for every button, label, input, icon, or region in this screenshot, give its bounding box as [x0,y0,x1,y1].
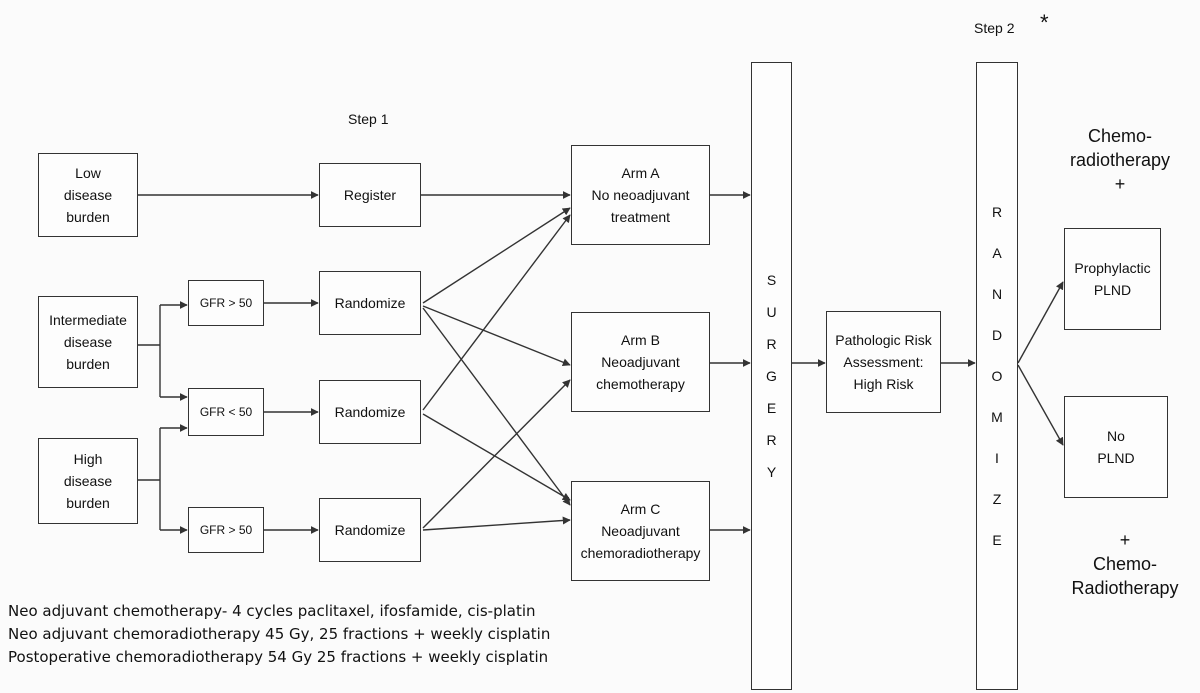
chemo-radiotherapy-bottom-label: + Chemo- Radiotherapy [1055,528,1195,600]
no-plnd-line-2: PLND [1097,450,1135,466]
gfr-mid-box: GFR < 50 [188,388,264,436]
gfr-top-box: GFR > 50 [188,280,264,326]
prophylactic-line-2: PLND [1093,282,1132,298]
randomize-letter: R [991,204,1003,220]
low-burden-line-1: Low [75,165,101,181]
high-burden-line-2: disease [63,473,113,489]
high-burden-line-3: burden [66,495,110,511]
intermediate-burden-box: Intermediate disease burden [38,296,138,388]
arm-c-line-3: chemoradiotherapy [580,545,701,561]
surgery-bar: S U R G E R Y [751,62,792,690]
arm-a-title: Arm A [621,165,660,181]
randomize-letter: A [992,245,1002,261]
randomize-mid-label: Randomize [334,404,406,420]
chemo-bottom-line-1: + [1119,530,1131,550]
randomize-top-box: Randomize [319,271,421,335]
randomize-letter: E [992,532,1002,548]
gfr-bot-box: GFR > 50 [188,507,264,553]
randomize-bar: R A N D O M I Z E [976,62,1018,690]
chemo-top-line-3: + [1114,174,1126,194]
arrow-rand-mid-arm-c [422,413,571,501]
arm-b-box: Arm B Neoadjuvant chemotherapy [571,312,710,412]
arrow-rand-top-arm-a [422,207,571,304]
pathologic-risk-box: Pathologic Risk Assessment: High Risk [826,311,941,413]
surgery-letter: R [766,432,777,448]
arm-c-title: Arm C [620,501,661,517]
step-2-label: Step 2 [974,20,1015,36]
register-box: Register [319,163,421,227]
chemo-top-line-2: radiotherapy [1069,150,1171,170]
step-1-label: Step 1 [348,111,389,127]
note-line: Neo adjuvant chemotherapy- 4 cycles pacl… [8,602,536,620]
arm-b-line-2: Neoadjuvant [601,354,680,370]
pathologic-line-2: Assessment: [843,354,924,370]
chemo-bottom-line-3: Radiotherapy [1071,578,1179,598]
arrow-randomize-prophylactic [1017,281,1064,364]
arm-a-line-3: treatment [610,209,671,225]
surgery-letter: E [766,400,777,416]
arrow-rand-bot-arm-b [422,379,571,529]
randomize-bot-box: Randomize [319,498,421,562]
randomize-top-label: Randomize [334,295,406,311]
arm-b-line-3: chemotherapy [596,376,685,392]
intermediate-burden-line-1: Intermediate [49,312,127,328]
chemo-radiotherapy-top-label: Chemo- radiotherapy + [1055,124,1185,196]
surgery-letter: R [766,336,777,352]
surgery-letter: Y [766,464,777,480]
surgery-letter: G [766,368,777,384]
chemo-bottom-line-2: Chemo- [1092,554,1158,574]
register-label: Register [343,187,397,203]
randomize-letter: Z [992,491,1002,507]
arrow-rand-top-arm-b [422,305,571,367]
asterisk-mark: * [1040,10,1049,35]
low-burden-box: Low disease burden [38,153,138,237]
arrow-rand-bot-arm-c [422,516,571,531]
randomize-letter: M [991,409,1003,425]
surgery-letter: U [766,304,777,320]
intermediate-burden-line-2: disease [63,334,113,350]
gfr-bot-label: GFR > 50 [199,523,253,537]
randomize-letter: O [991,368,1003,384]
arm-b-title: Arm B [621,332,660,348]
high-burden-box: High disease burden [38,438,138,524]
randomize-letter: N [991,286,1003,302]
randomize-letter: I [995,450,999,466]
arm-c-line-2: Neoadjuvant [601,523,680,539]
randomize-letter: D [991,327,1003,343]
surgery-letter: S [766,272,777,288]
arm-a-box: Arm A No neoadjuvant treatment [571,145,710,245]
note-line: Postoperative chemoradiotherapy 54 Gy 25… [8,648,549,666]
prophylactic-line-1: Prophylactic [1074,260,1151,276]
prophylactic-plnd-box: Prophylactic PLND [1064,228,1161,330]
randomize-bot-label: Randomize [334,522,406,538]
gfr-top-label: GFR > 50 [199,296,253,310]
no-plnd-line-1: No [1107,428,1125,444]
arm-a-line-2: No neoadjuvant [591,187,690,203]
pathologic-line-3: High Risk [853,376,914,392]
low-burden-line-2: disease [63,187,113,203]
intermediate-burden-line-3: burden [66,356,110,372]
arm-c-box: Arm C Neoadjuvant chemoradiotherapy [571,481,710,581]
arrow-randomize-no-plnd [1017,364,1064,446]
high-burden-line-1: High [73,451,103,467]
note-line: Neo adjuvant chemoradiotherapy 45 Gy, 25… [8,625,551,643]
gfr-mid-label: GFR < 50 [199,405,253,419]
arrow-rand-mid-arm-a [422,214,571,411]
treatment-notes: Neo adjuvant chemotherapy- 4 cycles pacl… [8,600,550,669]
randomize-mid-box: Randomize [319,380,421,444]
arrow-rand-top-arm-c [422,307,571,506]
low-burden-line-3: burden [66,209,110,225]
no-plnd-box: No PLND [1064,396,1168,498]
pathologic-line-1: Pathologic Risk [835,332,932,348]
chemo-top-line-1: Chemo- [1087,126,1153,146]
